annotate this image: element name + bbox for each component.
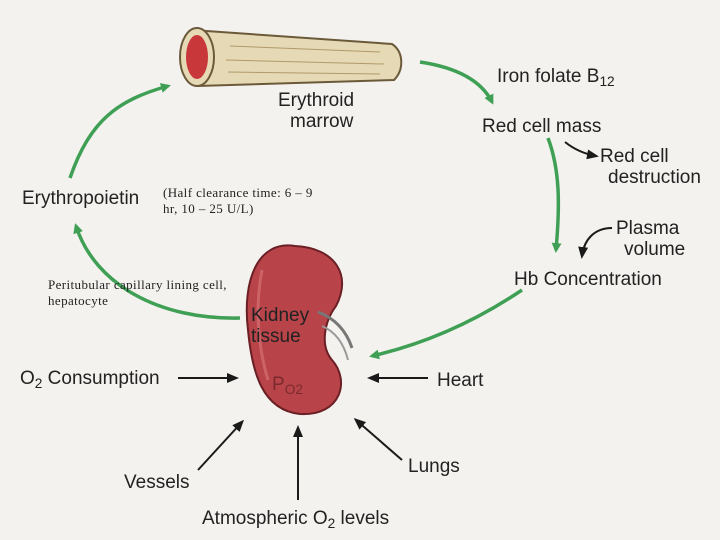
half-clearance-note: (Half clearance time: 6 – 9 hr, 10 – 25 … [163, 185, 313, 216]
arrow-erythropoietin-to-marrow [68, 83, 171, 179]
iron-folate-b12-label: Iron folate B12 [497, 66, 615, 90]
arrow-red-cell-mass-to-hb [546, 137, 562, 253]
peritubular-note: Peritubular capillary lining cell, hepat… [48, 277, 227, 308]
input-arrows [178, 141, 613, 500]
arrow-marrow-to-red-cell-mass [419, 60, 494, 105]
red-cell-mass-label: Red cell mass [482, 116, 602, 137]
feedback-cycle [68, 60, 562, 360]
vessels-label: Vessels [124, 472, 190, 493]
atmospheric-o2-label: Atmospheric O2 levels [202, 508, 390, 532]
lungs-label: Lungs [408, 456, 460, 477]
po2-label: PO2 [272, 374, 303, 398]
arrow-lungs [353, 418, 403, 461]
bone-icon [179, 27, 403, 88]
arrow-kidney-to-erythropoietin [73, 223, 241, 320]
arrow-plasma-volume [578, 227, 613, 259]
arrow-red-cell-destruction [564, 141, 599, 160]
erythroid-marrow-label: Erythroid marrow [278, 90, 355, 132]
kidney-icon [245, 244, 354, 416]
arrow-hb-to-kidney [369, 288, 523, 360]
heart-label: Heart [437, 370, 484, 391]
erythropoietin-label: Erythropoietin [22, 188, 140, 209]
kidney-tissue-label: Kidney tissue [251, 305, 310, 347]
hb-concentration-label: Hb Concentration [514, 269, 662, 290]
red-cell-destruction-label: Red cell destruction [600, 146, 701, 188]
plasma-volume-label: Plasma volume [616, 218, 686, 260]
arrow-vessels [197, 419, 245, 471]
o2-consumption-label: O2 Consumption [20, 368, 160, 392]
